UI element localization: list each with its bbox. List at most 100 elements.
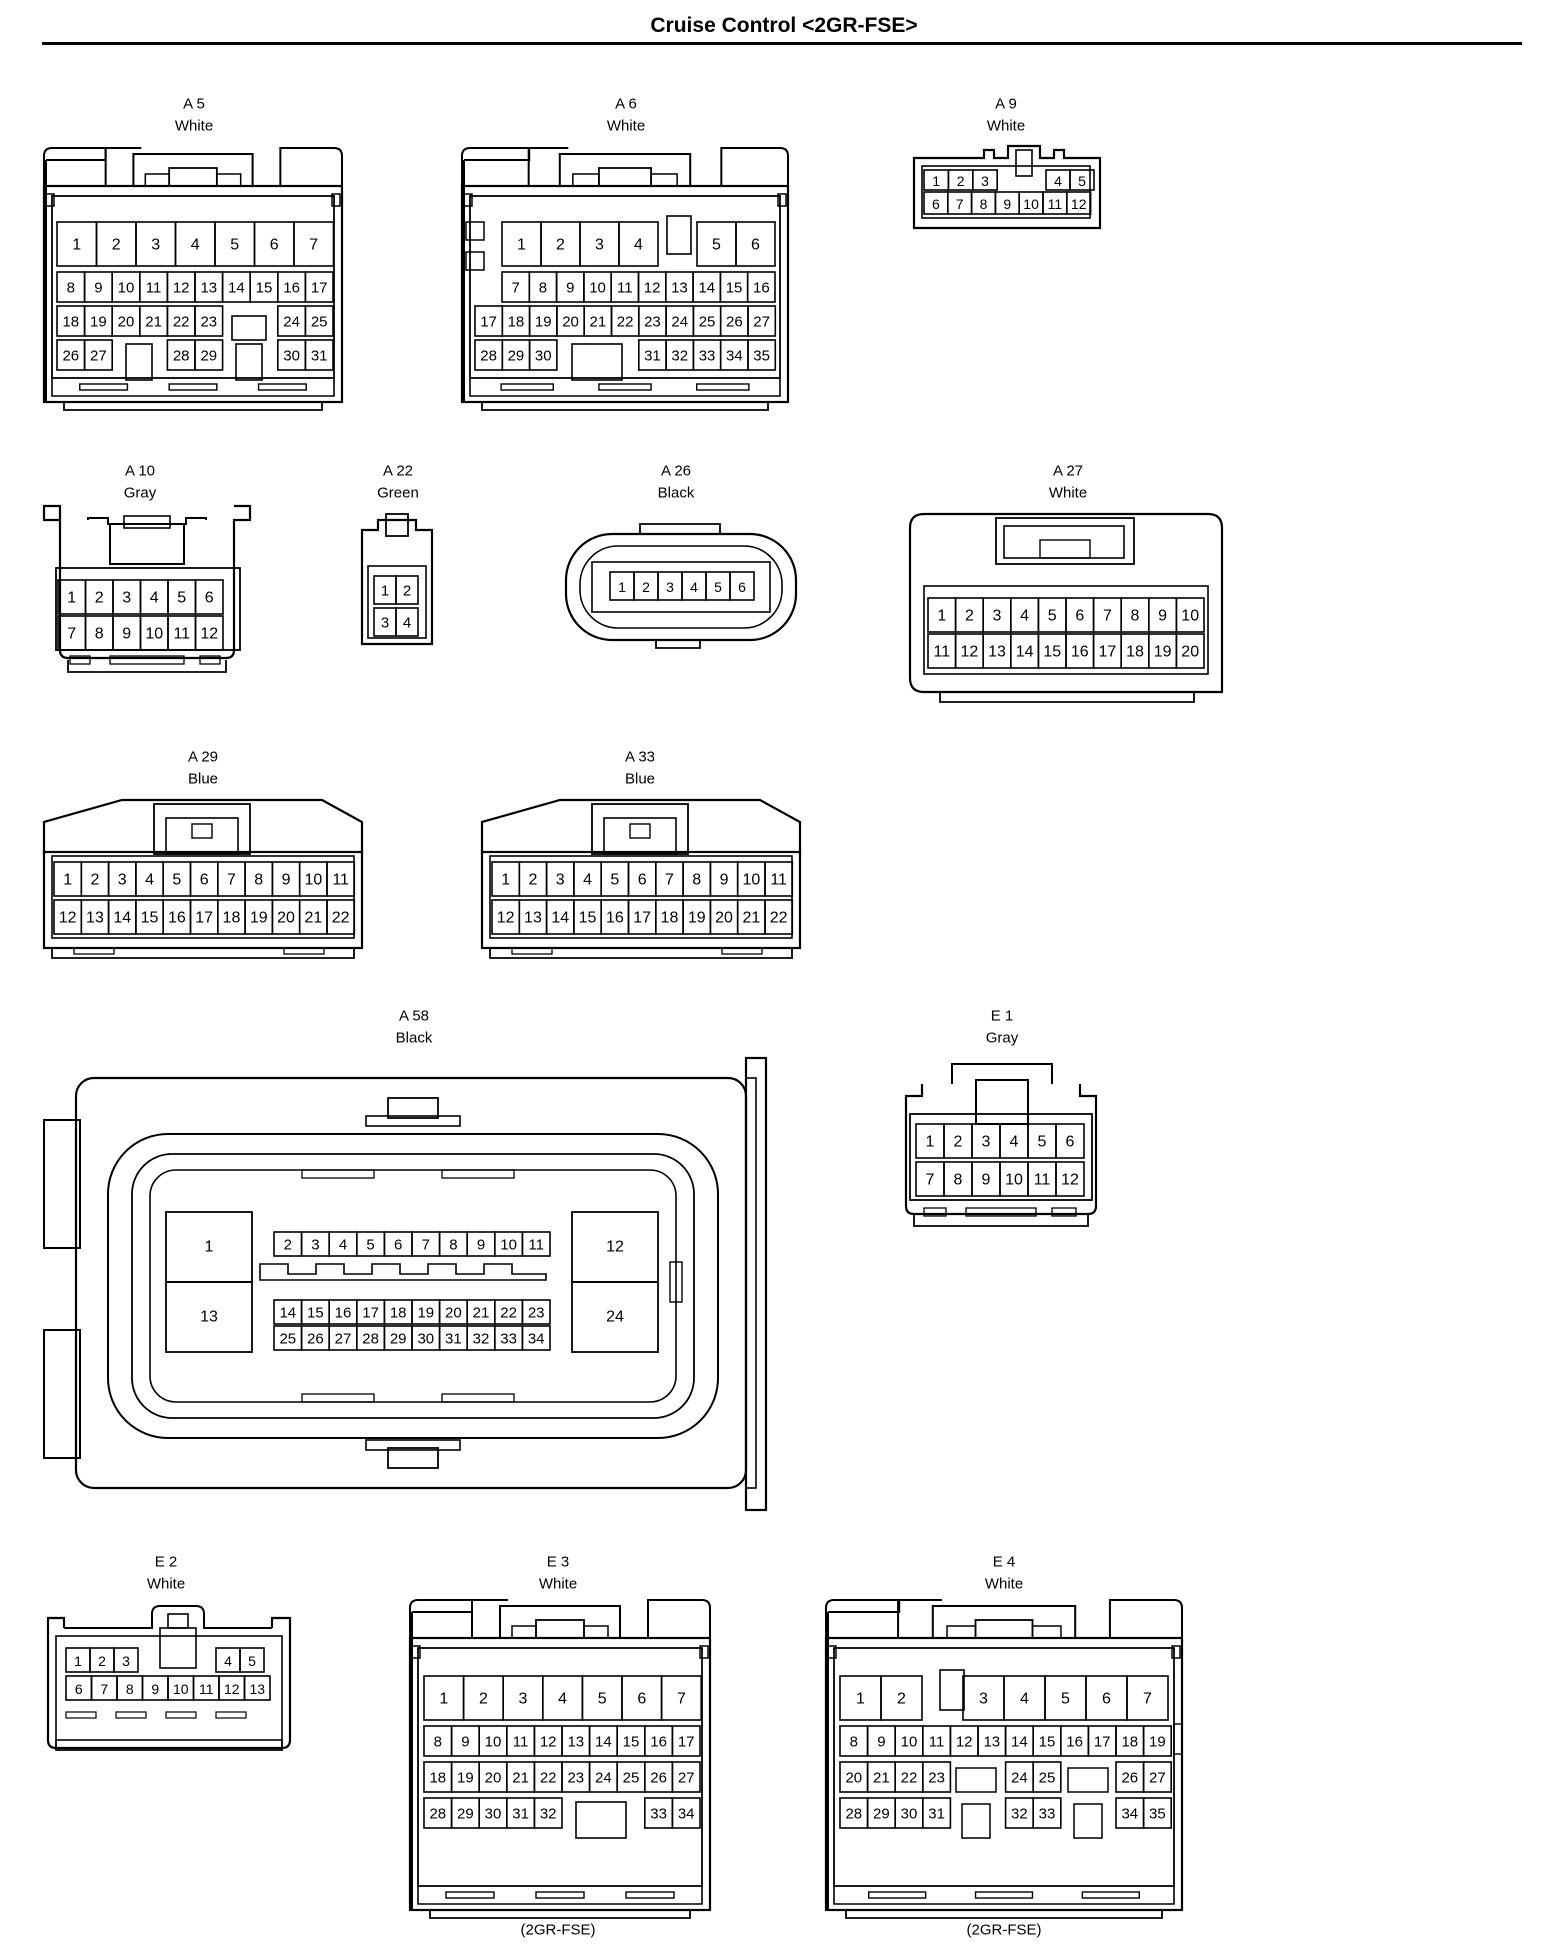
pin-number: 19 — [250, 910, 268, 927]
pin-number: 12 — [497, 910, 515, 927]
pin-number: 4 — [150, 590, 159, 607]
pin-number: 34 — [1121, 1806, 1138, 1823]
pin-number: 8 — [95, 626, 104, 643]
pin-number: 1 — [926, 1134, 935, 1151]
pin-number: 9 — [94, 280, 102, 297]
pin-number: 12 — [956, 1734, 973, 1751]
outline-shape — [191, 823, 213, 839]
pin-number: 3 — [556, 872, 565, 889]
pin-number: 2 — [528, 872, 537, 889]
pin-number: 16 — [283, 280, 300, 297]
outline-path — [279, 147, 343, 186]
pin-number: 30 — [901, 1806, 918, 1823]
pin-cell — [1066, 191, 1092, 215]
pin-number: 11 — [933, 644, 950, 661]
pin-number: 3 — [311, 1237, 319, 1254]
pin-number: 4 — [583, 872, 592, 889]
pin-number: 12 — [606, 1239, 624, 1256]
pin-cell — [521, 1299, 551, 1325]
pin-number: 1 — [618, 579, 626, 595]
pin-number: 20 — [277, 910, 295, 927]
pin-number: 9 — [877, 1734, 885, 1751]
connector-name: A 10 — [125, 463, 155, 480]
pin-number: 6 — [75, 1681, 83, 1697]
outline-shape — [965, 1207, 1037, 1217]
pin-number: 28 — [429, 1806, 446, 1823]
outline-shape — [132, 153, 254, 187]
outline-shape — [365, 1439, 461, 1451]
outline-shape — [946, 1625, 977, 1639]
connector-color: Black — [396, 1030, 433, 1047]
pin-number: 4 — [690, 579, 698, 595]
pin-number: 6 — [1102, 1691, 1111, 1708]
pin-cell — [304, 339, 334, 371]
connector-name: E 4 — [993, 1554, 1016, 1571]
pin-number: 35 — [753, 348, 770, 365]
pin-number: 10 — [145, 626, 163, 643]
outline-shape — [868, 1891, 927, 1899]
pin-number: 7 — [309, 237, 318, 254]
pin-number: 4 — [191, 237, 200, 254]
pin-number: 8 — [1131, 608, 1140, 625]
pin-number: 19 — [1154, 644, 1172, 661]
outline-shape — [107, 1133, 719, 1439]
pin-cell — [747, 305, 777, 337]
outline-shape — [625, 1891, 675, 1899]
title-rule — [42, 42, 1522, 45]
outline-shape — [387, 1447, 439, 1469]
pin-number: 7 — [926, 1172, 935, 1189]
pin-number: 4 — [145, 872, 154, 889]
connector-color: Gray — [124, 485, 157, 502]
pin-number: 12 — [59, 910, 77, 927]
outline-shape — [131, 1153, 695, 1419]
pin-number: 6 — [394, 1237, 402, 1254]
pin-number: 1 — [381, 583, 389, 600]
pin-number: 12 — [540, 1734, 557, 1751]
pin-cell — [1142, 1761, 1172, 1793]
pin-number: 4 — [1010, 1134, 1019, 1151]
pin-number: 2 — [556, 237, 565, 254]
pin-cell — [660, 1675, 702, 1721]
pin-number: 16 — [606, 910, 624, 927]
pin-number: 2 — [403, 583, 411, 600]
pin-cell — [304, 271, 334, 303]
outline-shape — [411, 1645, 421, 1659]
pin-number: 20 — [1181, 644, 1199, 661]
outline-shape — [598, 383, 652, 391]
pin-number: 33 — [699, 348, 716, 365]
pin-number: 1 — [74, 1653, 82, 1669]
pin-number: 9 — [566, 280, 574, 297]
pin-number: 9 — [477, 1237, 485, 1254]
outline-shape — [74, 1076, 748, 1490]
outline-path — [42, 504, 252, 660]
pin-number: 11 — [929, 1734, 945, 1751]
pin-number: 6 — [270, 237, 279, 254]
pin-number: 11 — [173, 626, 190, 643]
pin-number: 18 — [1121, 1734, 1138, 1751]
pin-number: 31 — [928, 1806, 945, 1823]
outline-shape — [579, 545, 783, 629]
outline-shape — [367, 565, 427, 639]
outline-shape — [558, 153, 692, 187]
pin-number: 6 — [932, 196, 940, 212]
pin-number: 31 — [445, 1331, 462, 1348]
connector-name: A 6 — [615, 96, 637, 113]
pin-number: 13 — [524, 910, 542, 927]
pin-cell — [1142, 1797, 1172, 1829]
pin-cell — [618, 221, 659, 267]
outline-path — [411, 1599, 508, 1910]
pin-number: 20 — [562, 314, 579, 331]
pin-number: 12 — [1071, 196, 1087, 212]
pin-number: 19 — [688, 910, 706, 927]
pin-number: 3 — [381, 615, 389, 632]
pin-number: 10 — [1023, 196, 1039, 212]
pin-number: 8 — [449, 1237, 457, 1254]
outline-shape — [387, 1097, 439, 1119]
pin-number: 2 — [897, 1691, 906, 1708]
pin-number: 13 — [200, 280, 217, 297]
